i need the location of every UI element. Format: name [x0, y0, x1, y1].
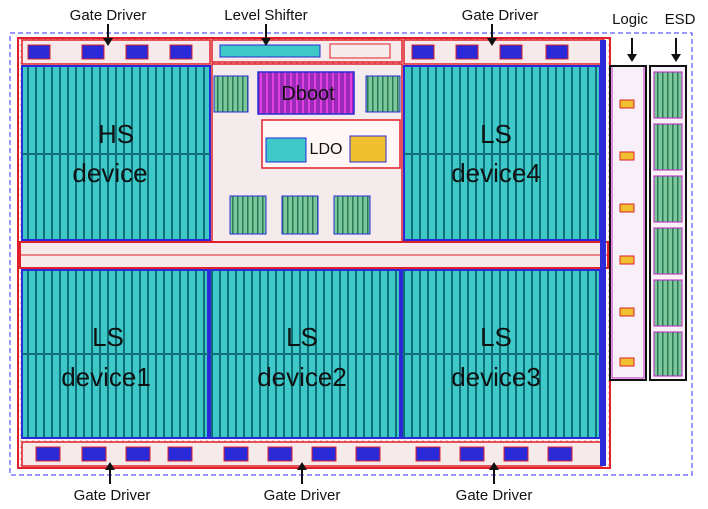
callout-arrows — [103, 24, 681, 484]
gate-driver-strip-top-right — [403, 39, 605, 65]
label-gate-driver-bottom-mid: Gate Driver — [264, 487, 341, 504]
logic-column — [611, 65, 645, 379]
ls-device1-label-line2: device1 — [61, 362, 151, 392]
ls-device3-label-line2: device3 — [451, 362, 541, 392]
die-boundary — [9, 32, 693, 476]
vertical-power-bus — [600, 40, 606, 466]
ls-device4-label-line2: device4 — [451, 158, 541, 188]
ls-device2-label-line1: LS — [286, 322, 318, 352]
label-esd: ESD — [665, 11, 696, 28]
logic-cells — [619, 99, 635, 367]
ls-device2-label-line2: device2 — [257, 362, 347, 392]
label-gate-driver-bottom-left: Gate Driver — [74, 487, 151, 504]
level-shifter-strip — [211, 39, 403, 63]
dboot-block — [257, 71, 355, 115]
ldo-label: LDO — [310, 141, 343, 158]
cap-block-1 — [229, 195, 267, 235]
hs-device-label-line2: device — [72, 158, 147, 188]
label-logic: Logic — [612, 11, 648, 28]
cap-block-3 — [333, 195, 371, 235]
gate-driver-strip-bottom — [21, 441, 603, 467]
label-gate-driver-bottom-right: Gate Driver — [456, 487, 533, 504]
aux-block-right — [365, 75, 401, 113]
label-level-shifter: Level Shifter — [224, 7, 307, 24]
dboot-label: Dboot — [281, 83, 335, 105]
ls-device3-label-line1: LS — [480, 322, 512, 352]
label-gate-driver-top-right: Gate Driver — [462, 7, 539, 24]
hs-device-label-line1: HS — [98, 119, 134, 149]
gate-driver-strip-top-left — [21, 39, 211, 65]
ls-device4-label-line1: LS — [480, 119, 512, 149]
label-gate-driver-top-left: Gate Driver — [70, 7, 147, 24]
logic-outline — [609, 65, 647, 381]
ls-device1-label-line1: LS — [92, 322, 124, 352]
aux-block-left — [213, 75, 249, 113]
esd-cells — [653, 71, 683, 377]
cap-block-2 — [281, 195, 319, 235]
